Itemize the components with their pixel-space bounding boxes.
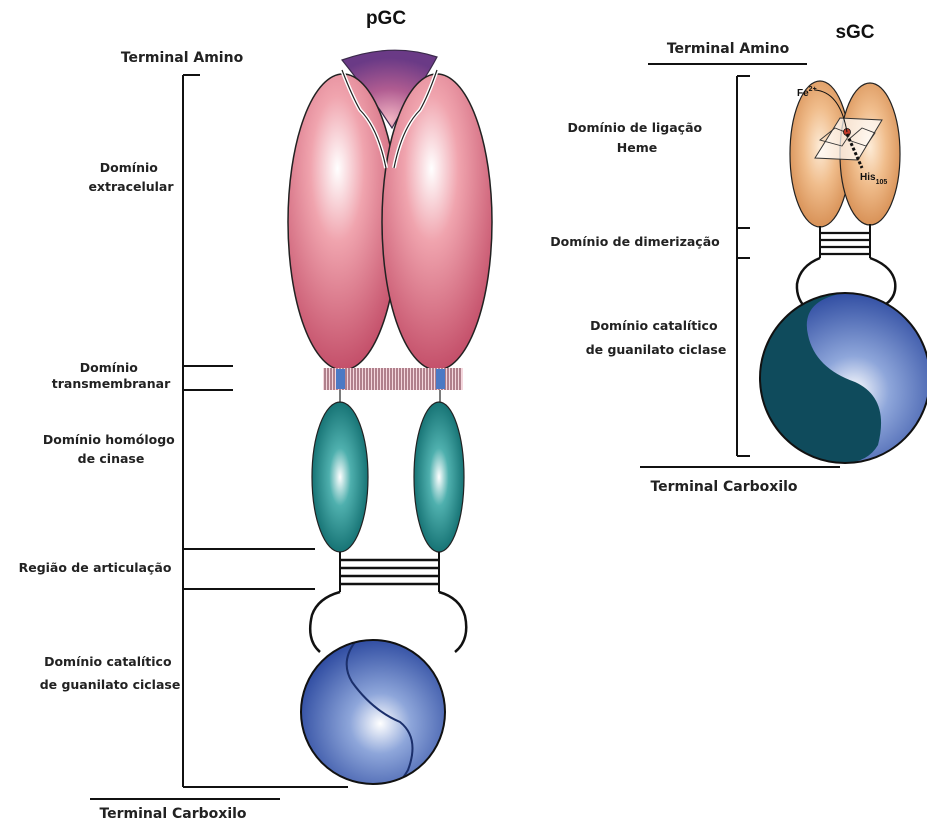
pgc-label-hinge: Região de articulação	[19, 560, 172, 575]
pgc-label-transmembrane: Domínio transmembranar	[52, 360, 171, 391]
pgc-extracellular-domain	[288, 50, 492, 370]
pgc-title: pGC	[366, 8, 406, 29]
pgc-hinge-region	[310, 552, 466, 652]
pgc-label-kinase-homology: Domínio homólogo de cinase	[43, 432, 179, 466]
pgc-kinase-lobe-right	[414, 402, 464, 552]
pgc-tm-helix-right	[436, 369, 445, 389]
pgc-tm-helix-left	[336, 369, 345, 389]
sgc-label-catalytic: Domínio catalítico de guanilato ciclase	[586, 318, 727, 357]
pgc-membrane	[323, 368, 463, 405]
pgc-extracellular-lobe-right	[382, 74, 492, 370]
pgc-terminal-amino: Terminal Amino	[121, 50, 244, 66]
sgc-title: sGC	[835, 22, 874, 43]
sgc-terminal-carboxyl: Terminal Carboxilo	[650, 479, 797, 495]
sgc-label-dimerization: Domínio de dimerização	[550, 234, 720, 249]
sgc-heme-domain: Fe2+ His105	[790, 81, 900, 227]
pgc-kinase-lobe-left	[312, 402, 368, 552]
sgc-terminal-amino: Terminal Amino	[667, 41, 790, 57]
pgc-catalytic-domain	[301, 640, 445, 790]
pgc-label-extracellular: Domínio extracelular	[88, 160, 174, 194]
sgc-label-heme-binding: Domínio de ligação Heme	[568, 120, 707, 155]
pgc-label-catalytic: Domínio catalítico de guanilato ciclase	[40, 654, 181, 692]
sgc-catalytic-domain	[760, 293, 927, 463]
pgc-terminal-carboxyl: Terminal Carboxilo	[99, 806, 246, 822]
